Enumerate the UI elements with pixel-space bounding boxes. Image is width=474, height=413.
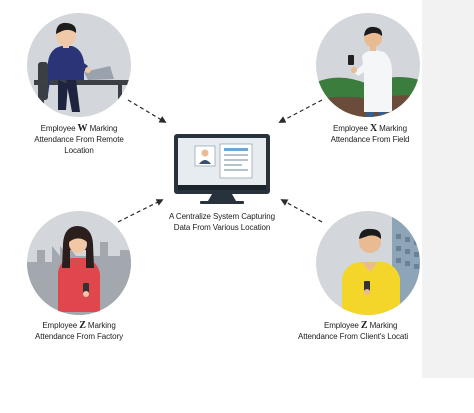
- side-panel: [422, 0, 474, 378]
- arrow-w-to-center: [127, 99, 167, 123]
- caption-line2: Attendance From Remote: [34, 135, 124, 144]
- caption-employee-w: Employee W Marking Attendance From Remot…: [24, 123, 134, 156]
- caption-employee-z-client: Employee Z Marking Attendance From Clien…: [298, 320, 422, 342]
- employee-letter: Z: [79, 320, 86, 331]
- caption-line3: Location: [64, 146, 94, 155]
- field-worker-icon: [316, 13, 420, 117]
- factory-worker-icon: [27, 211, 131, 315]
- caption-center-system: A Centralize System Capturing Data From …: [152, 211, 292, 233]
- caption-line2: Attendance From Field: [330, 135, 410, 144]
- remote-worker-icon: [27, 13, 131, 117]
- caption-line2: Attendance From Client's Locati: [298, 332, 409, 341]
- arrow-x-to-center: [278, 99, 323, 123]
- arrow-zc-to-center: [280, 199, 323, 223]
- arrow-zf-to-center: [117, 199, 164, 223]
- employee-letter: W: [77, 123, 88, 134]
- center-caption-line1: A Centralize System Capturing: [168, 212, 276, 221]
- caption-rest: Marking: [367, 321, 398, 330]
- caption-prefix: Employee: [324, 321, 361, 330]
- central-monitor-icon: [174, 134, 270, 204]
- caption-employee-x: Employee X Marking Attendance From Field: [318, 123, 422, 145]
- client-site-worker-icon: [316, 211, 420, 315]
- caption-employee-z-factory: Employee Z Marking Attendance From Facto…: [22, 320, 136, 342]
- caption-rest: Marking: [85, 321, 116, 330]
- center-caption-line2: Data From Various Location: [173, 223, 271, 232]
- employee-letter: Z: [360, 320, 368, 331]
- caption-prefix: Employee: [40, 124, 78, 133]
- caption-line2: Attendance From Factory: [35, 332, 123, 341]
- caption-rest: Marking: [87, 124, 118, 133]
- caption-prefix: Employee: [333, 124, 370, 133]
- employee-letter: X: [369, 123, 378, 134]
- caption-prefix: Employee: [42, 321, 80, 330]
- caption-rest: Marking: [377, 124, 407, 133]
